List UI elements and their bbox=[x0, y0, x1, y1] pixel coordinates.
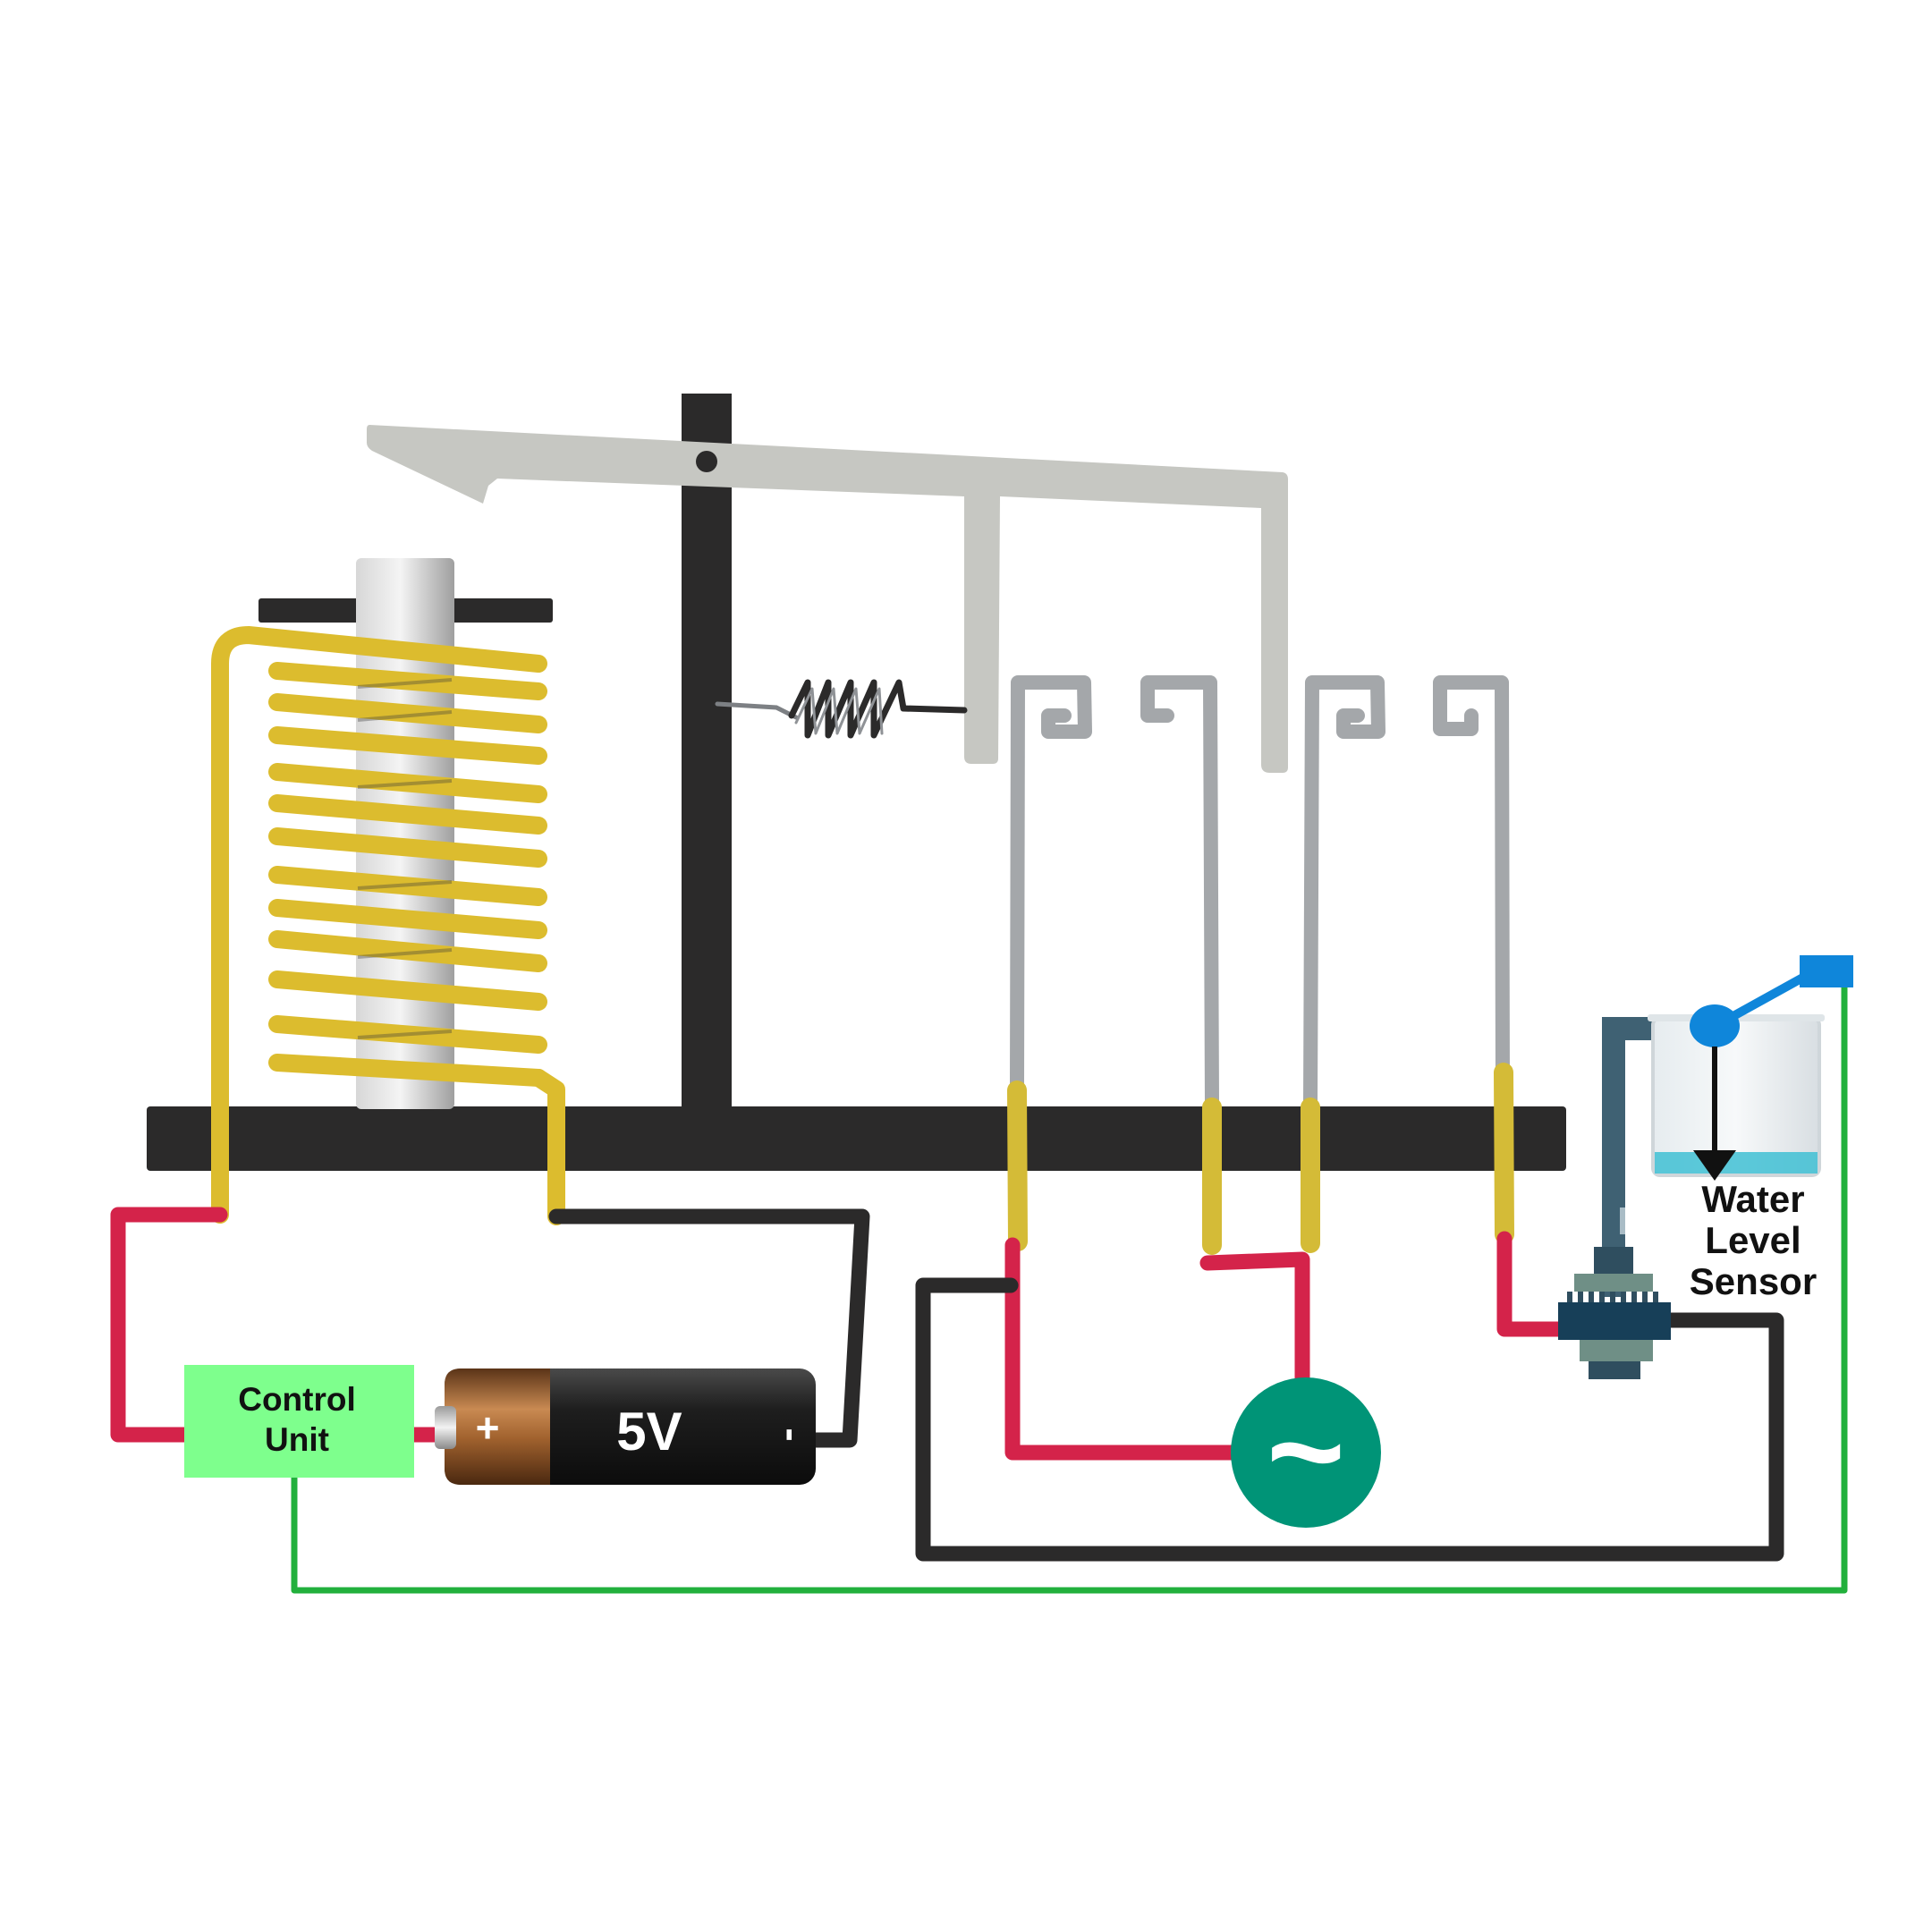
pump-lower-housing bbox=[1580, 1340, 1653, 1361]
sensor-label-line3: Sensor bbox=[1690, 1260, 1817, 1302]
relay-contacts bbox=[1007, 675, 1514, 1255]
pump-ribs bbox=[1567, 1292, 1658, 1302]
relay-base-plate bbox=[147, 1106, 1566, 1171]
control-unit-label-line1: Control bbox=[238, 1381, 356, 1418]
water-pump bbox=[1558, 1017, 1671, 1379]
pump-positive-wire bbox=[1496, 1231, 1569, 1337]
sensor-float bbox=[1690, 1004, 1740, 1047]
pump-pipe-highlight bbox=[1620, 1208, 1625, 1234]
control-unit-label-line2: Unit bbox=[265, 1421, 329, 1458]
coil-positive-wire bbox=[110, 1207, 228, 1443]
pump-outlet-pipe bbox=[1602, 1017, 1655, 1297]
signal-wire bbox=[291, 984, 1848, 1594]
battery: + 5V - bbox=[435, 1368, 816, 1485]
battery-copper-band bbox=[445, 1368, 550, 1485]
coil-left-lead bbox=[211, 626, 547, 1224]
ac-top-wire bbox=[1199, 1251, 1310, 1387]
ac-source: ~ bbox=[1231, 1376, 1381, 1528]
battery-positive-cap bbox=[435, 1406, 456, 1449]
iron-core bbox=[356, 558, 454, 1109]
relay-coil bbox=[211, 626, 565, 1225]
battery-plus-sign: + bbox=[476, 1404, 500, 1451]
sensor-label-line2: Level bbox=[1705, 1219, 1801, 1261]
battery-minus-sign: - bbox=[769, 1428, 816, 1441]
battery-voltage-label: 5V bbox=[616, 1402, 682, 1462]
sensor-mount bbox=[1800, 955, 1853, 987]
water-beaker bbox=[1648, 1014, 1825, 1177]
pump-upper-housing bbox=[1574, 1274, 1653, 1292]
contact-1-gray bbox=[1010, 675, 1092, 1094]
ac-source-symbol: ~ bbox=[1267, 1376, 1345, 1526]
common-return-wire bbox=[915, 1277, 1784, 1562]
pivot-post bbox=[682, 394, 732, 1109]
beaker-water bbox=[1655, 1152, 1818, 1174]
ac-source-circle bbox=[1231, 1377, 1381, 1528]
return-spring bbox=[715, 679, 968, 739]
coil-back-shadows bbox=[357, 678, 453, 1039]
coil-right-lead bbox=[530, 1069, 565, 1225]
pump-top-body bbox=[1594, 1247, 1633, 1275]
sensor-level-arrow-icon bbox=[1693, 1150, 1736, 1181]
contact-2-gray bbox=[1140, 675, 1219, 1110]
ac-left-wire bbox=[1004, 1237, 1246, 1461]
armature-lever bbox=[367, 425, 1288, 773]
water-level-sensor: Water Level Sensor bbox=[1690, 955, 1853, 1302]
contact-3-gray bbox=[1303, 675, 1385, 1110]
coil-negative-wire bbox=[548, 1208, 870, 1448]
sensor-label-line1: Water bbox=[1701, 1178, 1804, 1220]
pivot-pin bbox=[696, 451, 717, 472]
contact-1-terminal bbox=[1007, 1080, 1028, 1251]
control-unit: Control Unit bbox=[184, 1365, 414, 1478]
contact-4-gray bbox=[1433, 675, 1510, 1094]
beaker-glass bbox=[1651, 1016, 1821, 1177]
pump-motor-band bbox=[1558, 1302, 1671, 1340]
control-unit-box bbox=[184, 1365, 414, 1478]
pump-base bbox=[1589, 1361, 1640, 1379]
